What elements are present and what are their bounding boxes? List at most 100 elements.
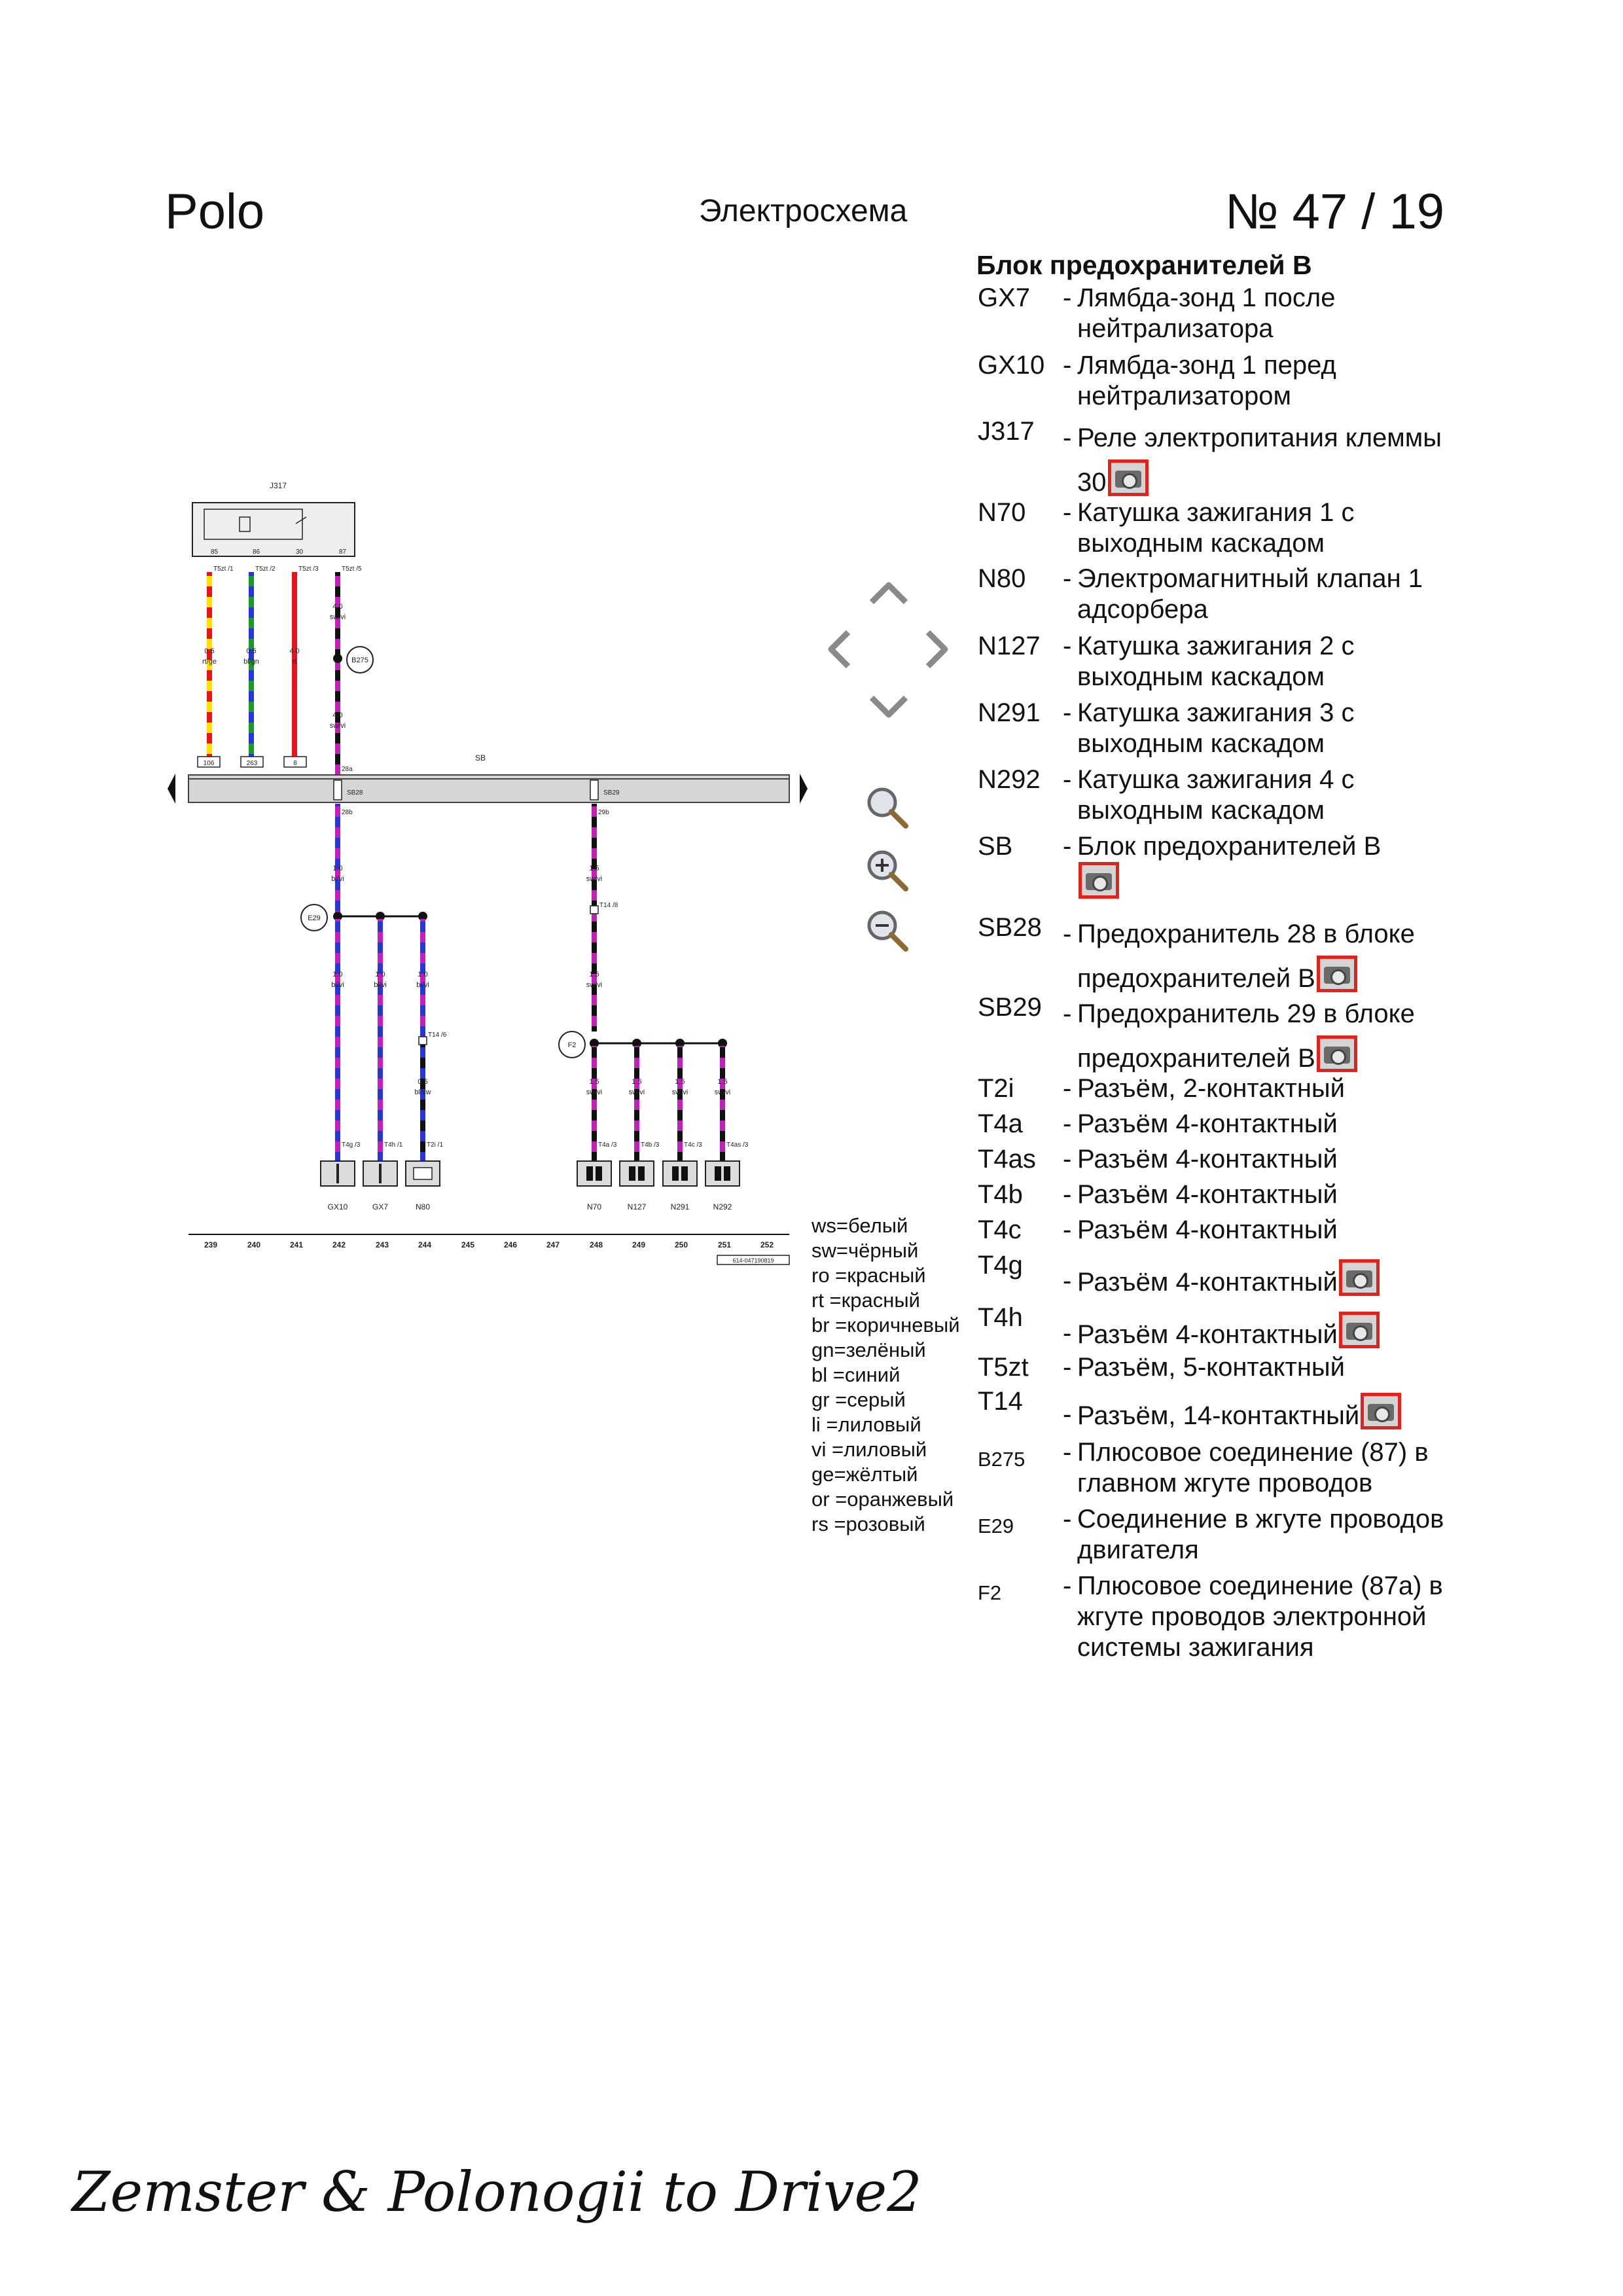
wire-sw-vi-sb29 — [592, 804, 597, 1031]
color-bl: bl =синий — [812, 1363, 901, 1386]
wire-size-2: 0.5 — [246, 647, 256, 655]
label-gx7: GX7 — [372, 1202, 388, 1211]
terminal-263-label: 263 — [247, 760, 258, 767]
wire-to-gx10 — [335, 919, 340, 1161]
car-model: Polo — [165, 184, 265, 240]
track-245: 245 — [461, 1240, 474, 1249]
wire-size-13: 1.5 — [632, 1078, 641, 1086]
wire-color-14: sw/vi — [672, 1088, 688, 1096]
track-240: 240 — [247, 1240, 260, 1249]
nav-controls — [828, 582, 948, 952]
color-ws: ws=белый — [812, 1214, 908, 1237]
chevron-down-icon[interactable] — [869, 695, 908, 718]
chevron-up-icon[interactable] — [869, 582, 908, 605]
terminal-106 — [197, 756, 221, 768]
relay-j317 — [192, 502, 355, 557]
wire-size-12: 1.5 — [589, 1078, 599, 1086]
relay-pin-87: 87 — [339, 548, 347, 556]
label-n80: N80 — [416, 1202, 430, 1211]
label-n70: N70 — [587, 1202, 601, 1211]
wire-size-6: 1.5 — [589, 865, 599, 872]
f2-label: F2 — [568, 1041, 577, 1049]
t14-left-label: T14 /6 — [428, 1031, 447, 1039]
wire-size-9: 1.0 — [375, 971, 385, 978]
wire-size-7: 1.5 — [589, 971, 599, 978]
fuse-sb28-label: SB28 — [347, 789, 363, 797]
label-n291: N291 — [671, 1202, 690, 1211]
color-rt: rt =красный — [812, 1289, 920, 1312]
camera-icon[interactable] — [1338, 1259, 1380, 1296]
zoom-in-icon[interactable] — [867, 850, 908, 891]
camera-icon[interactable] — [1361, 1393, 1402, 1429]
wire-size-1: 0.5 — [204, 647, 214, 655]
terminal-8-label: 8 — [293, 760, 297, 767]
connector-t5zt-5: T5zt /5 — [342, 565, 362, 573]
signature: Zemster & Polonogii to Drive2 — [72, 2160, 922, 2224]
color-vi: vi =лиловый — [812, 1438, 927, 1461]
relay-pin-85: 85 — [211, 548, 219, 556]
wire-size-11: 0.5 — [418, 1078, 427, 1086]
bus-label: SB — [475, 753, 486, 762]
conn-t2i: T2i /1 — [427, 1141, 443, 1149]
label-n292: N292 — [713, 1202, 732, 1211]
b275-label: B275 — [351, 656, 368, 664]
track-244: 244 — [418, 1240, 431, 1249]
color-br: br =коричневый — [812, 1314, 960, 1336]
camera-icon[interactable] — [1338, 1312, 1380, 1348]
wire-size-8: 1.0 — [332, 971, 342, 978]
fuse-sb29-label: SB29 — [603, 789, 620, 797]
wire-size-15: 1.5 — [717, 1078, 727, 1086]
track-241: 241 — [290, 1240, 303, 1249]
wire-size-4b: 4.0 — [332, 711, 342, 719]
relay-coil-box — [204, 509, 303, 540]
magnifier-icon[interactable] — [867, 787, 908, 829]
color-ro: ro =красный — [812, 1264, 926, 1287]
wire-sw-vi-top — [335, 572, 340, 775]
wire-size-14: 1.5 — [675, 1078, 685, 1086]
wire-color-2: bl/gn — [243, 658, 259, 666]
wire-color-15: sw/vi — [715, 1088, 730, 1096]
wire-to-n70 — [592, 1046, 597, 1161]
color-rs: rs =розовый — [812, 1513, 925, 1535]
ref-number: 614-047190819 — [732, 1257, 774, 1264]
camera-icon[interactable] — [1316, 1035, 1357, 1072]
component-n127 — [619, 1160, 654, 1187]
color-gn: gn=зелёный — [812, 1338, 926, 1361]
wire-color-3: rt — [293, 658, 297, 666]
pin-29b: 29b — [598, 809, 609, 816]
wire-size-3: 4.0 — [289, 647, 299, 655]
camera-icon[interactable] — [1107, 459, 1149, 496]
chevron-right-icon[interactable] — [925, 630, 948, 669]
track-251: 251 — [718, 1240, 731, 1249]
camera-icon[interactable] — [1079, 862, 1119, 899]
color-li: li =лиловый — [812, 1413, 921, 1436]
track-246: 246 — [504, 1240, 517, 1249]
wire-color-8: bl/vi — [331, 981, 344, 989]
wire-bl-vi-main — [335, 804, 340, 914]
b275-node — [333, 654, 342, 663]
camera-icon[interactable] — [1316, 956, 1357, 992]
wire-size-10: 1.0 — [418, 971, 427, 978]
track-250: 250 — [675, 1240, 688, 1249]
relay-coil — [239, 516, 251, 532]
track-252: 252 — [760, 1240, 774, 1249]
fuse-sb29 — [590, 780, 599, 800]
track-243: 243 — [376, 1240, 389, 1249]
wire-color-10: bl/vi — [416, 981, 429, 989]
track-242: 242 — [332, 1240, 346, 1249]
zoom-out-icon[interactable] — [867, 910, 908, 952]
pin-28b: 28b — [342, 809, 353, 816]
pin-28a: 28a — [342, 766, 353, 773]
document-type: Электросхема — [699, 194, 908, 228]
wire-color-6: sw/vi — [586, 875, 602, 883]
wire-color-11: bl/sw — [414, 1088, 431, 1096]
conn-t4b: T4b /3 — [641, 1141, 660, 1149]
wire-size-5: 1.0 — [332, 865, 342, 872]
conn-t4as: T4as /3 — [726, 1141, 749, 1149]
track-249: 249 — [632, 1240, 645, 1249]
chevron-left-icon[interactable] — [828, 630, 851, 669]
track-239: 239 — [204, 1240, 217, 1249]
wire-size-4a: 4.0 — [332, 603, 342, 611]
bus-left-arrow — [168, 774, 175, 804]
